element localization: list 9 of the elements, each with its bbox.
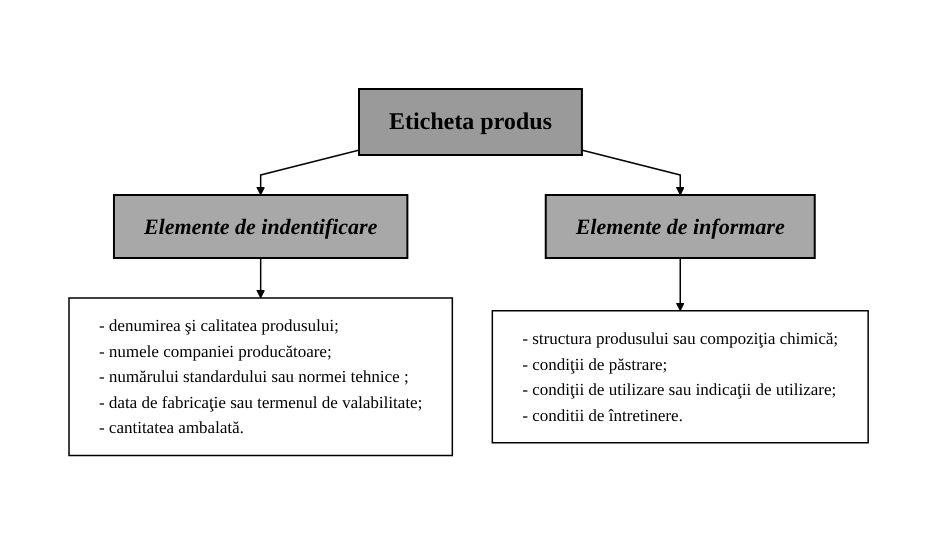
arrow (256, 149, 360, 196)
arrow (676, 258, 685, 311)
node-box: - structura produsului sau compoziţia chimică; - condiţii de păstrare; - condiţii de utilizare sau indicaţii de utilizare; - conditii de întretinere. (492, 310, 869, 444)
node-box: Elemente de informare (544, 194, 816, 259)
node-box: Elemente de indentificare (112, 194, 408, 259)
arrow (582, 149, 685, 196)
node-box: Eticheta produs (358, 88, 583, 156)
node-box: - denumirea şi calitatea produsului; - numele companiei producătoare; - numărului standardului sau normei tehnice ; - data de fabricaţie sau termenul de valabilitate; - cantitatea ambalată. (68, 297, 453, 456)
arrow (256, 258, 265, 298)
